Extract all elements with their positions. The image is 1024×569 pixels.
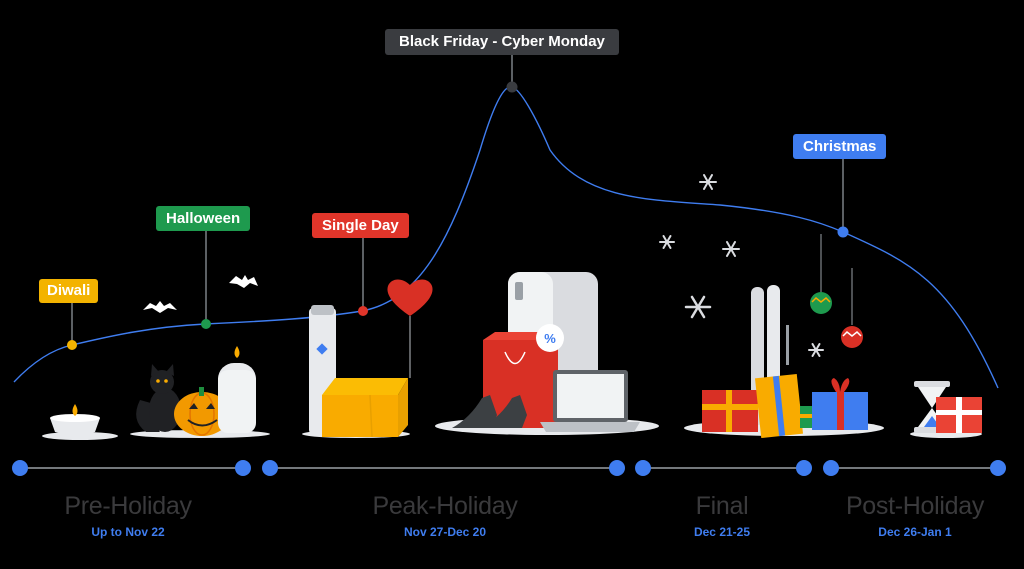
phase-range: Up to Nov 22 bbox=[91, 525, 165, 539]
christmas-label: Christmas bbox=[803, 138, 877, 155]
bat-icon bbox=[229, 275, 258, 288]
phase-final: Final Dec 21-25 bbox=[612, 492, 832, 539]
cat-icon bbox=[136, 364, 181, 432]
timeline-segment bbox=[12, 460, 251, 476]
snowflake-icon bbox=[722, 241, 740, 257]
candle-icon bbox=[218, 346, 256, 433]
bfcm-tag: Black Friday - Cyber Monday bbox=[385, 29, 619, 55]
phase-range: Nov 27-Dec 20 bbox=[403, 525, 487, 539]
gift-icon bbox=[812, 378, 868, 430]
halloween-label: Halloween bbox=[166, 210, 241, 227]
ornament-icon bbox=[841, 268, 863, 348]
snowflake-icon bbox=[699, 174, 717, 190]
svg-text:%: % bbox=[544, 331, 556, 346]
gift-icon bbox=[754, 373, 804, 439]
phase-name: Post-Holiday bbox=[845, 492, 985, 520]
bfcm-label: Black Friday - Cyber Monday bbox=[399, 33, 605, 50]
bat-icon bbox=[143, 301, 177, 313]
snowflake-icon bbox=[808, 343, 824, 357]
diwali-tag: Diwali bbox=[39, 279, 99, 303]
single-day-dot bbox=[358, 306, 368, 316]
single-day-label: Single Day bbox=[322, 217, 399, 234]
phase-name: Final bbox=[695, 492, 749, 520]
ornament-icon bbox=[810, 234, 832, 314]
phase-pre-holiday: Pre-Holiday Up to Nov 22 bbox=[18, 492, 238, 539]
diwali-dot bbox=[67, 340, 77, 350]
snowflake-icon bbox=[684, 295, 712, 319]
diwali-label: Diwali bbox=[47, 282, 91, 299]
laptop-icon bbox=[540, 370, 640, 432]
halloween-dot bbox=[201, 319, 211, 329]
phase-peak-holiday: Peak-Holiday Nov 27-Dec 20 bbox=[335, 492, 555, 539]
single-day-tag: Single Day bbox=[312, 213, 409, 238]
snowflake-icon bbox=[659, 235, 675, 249]
box-icon bbox=[322, 378, 408, 438]
phase-range: Dec 26-Jan 1 bbox=[878, 525, 952, 539]
demand-curve bbox=[13, 86, 999, 389]
christmas-dot bbox=[837, 226, 849, 238]
phase-range: Dec 21-25 bbox=[693, 525, 751, 539]
christmas-tag: Christmas bbox=[793, 134, 887, 159]
gift-icon bbox=[800, 406, 815, 428]
pumpkin-icon bbox=[174, 387, 230, 436]
timeline-segment bbox=[823, 460, 1006, 476]
gift-icon bbox=[936, 397, 982, 433]
halloween-tag: Halloween bbox=[156, 206, 251, 231]
candle-icon bbox=[50, 404, 100, 435]
heart-balloon-icon bbox=[387, 279, 433, 378]
phase-name: Peak-Holiday bbox=[372, 492, 518, 520]
timeline-segment bbox=[635, 460, 812, 476]
heels-icon bbox=[452, 395, 527, 428]
plate bbox=[42, 432, 118, 440]
phase-post-holiday: Post-Holiday Dec 26-Jan 1 bbox=[805, 492, 1024, 539]
gift-icon bbox=[702, 390, 758, 432]
bfcm-dot bbox=[506, 81, 518, 93]
timeline-segment bbox=[262, 460, 625, 476]
phase-name: Pre-Holiday bbox=[64, 492, 192, 520]
